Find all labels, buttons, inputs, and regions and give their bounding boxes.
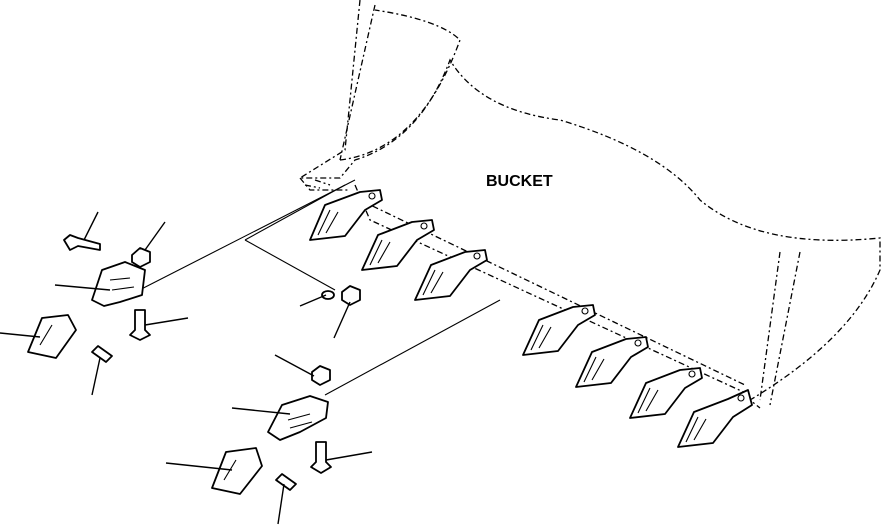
mounted-tooth-1 [309, 189, 383, 241]
bucket-outline [297, 0, 881, 409]
mounted-teeth [309, 189, 753, 448]
bolt-upper [63, 234, 101, 251]
bolt-vertical-upper [129, 309, 151, 341]
tooth-point-lower [211, 447, 263, 495]
exploded-group-middle [311, 285, 361, 386]
leader-lines [0, 211, 373, 525]
adapter-lower [267, 395, 329, 441]
mounted-tooth-3 [414, 249, 488, 301]
bolt-vertical-lower [310, 441, 332, 474]
mounted-tooth-7 [677, 389, 753, 448]
exploded-group-upper [27, 234, 151, 363]
washer-middle [321, 290, 335, 300]
nut-upper [131, 247, 151, 268]
mounted-tooth-2 [361, 219, 435, 271]
guide-lines [119, 179, 501, 396]
mounted-tooth-6 [629, 367, 703, 419]
mounted-tooth-5 [575, 336, 649, 388]
pin-lower [275, 473, 297, 491]
pin-upper [91, 345, 113, 363]
mounted-tooth-4 [522, 304, 596, 356]
nut-lower [311, 365, 331, 386]
nut-middle [341, 285, 361, 306]
exploded-group-lower [211, 395, 332, 495]
adapter-upper [91, 261, 146, 307]
tooth-point-upper [27, 314, 77, 359]
bucket-label: BUCKET [486, 173, 553, 190]
